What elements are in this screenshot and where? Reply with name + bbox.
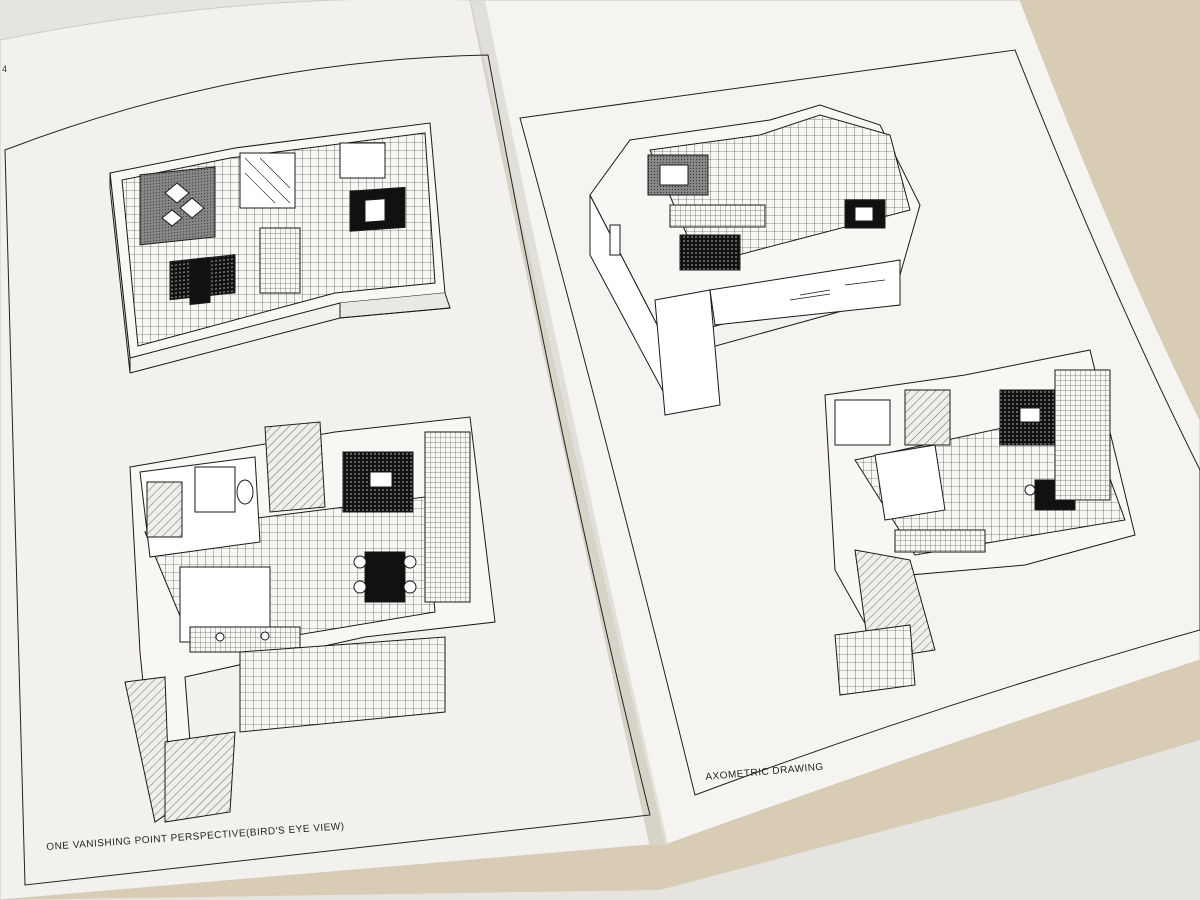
perspective-ground-floor-drawing — [124, 416, 496, 823]
page-number: 4 — [2, 64, 8, 74]
left-page-frame — [4, 54, 651, 886]
right-page-frame — [519, 49, 1200, 796]
axonometric-upper-drawing — [589, 104, 921, 416]
axonometric-ground-drawing — [824, 349, 1136, 696]
perspective-upper-floor-drawing — [109, 122, 451, 374]
